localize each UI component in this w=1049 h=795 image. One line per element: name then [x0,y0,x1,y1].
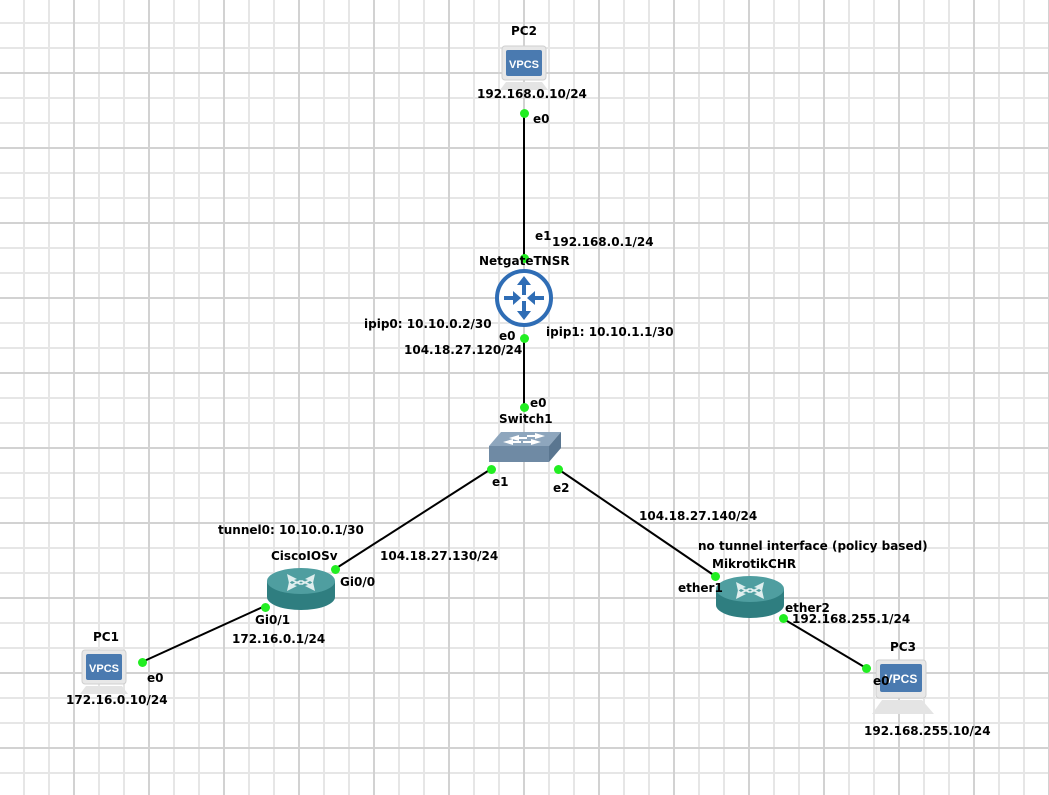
node-switch1[interactable] [487,430,563,466]
port-dot-switch-e2[interactable] [553,464,563,474]
node-pc2[interactable]: VPCS [500,44,548,92]
node-netgate[interactable] [494,268,554,328]
tunnel-label-netgate-ipip1: ipip1: 10.10.1.1/30 [546,325,674,339]
switch-icon [489,432,561,462]
node-label-mikrotik: MikrotikCHR [712,557,797,571]
port-dot-cisco-gi00[interactable] [330,564,340,574]
port-dot-pc1-e0[interactable] [137,657,147,667]
ip-label-pc1: 172.16.0.10/24 [66,693,168,707]
port-dot-netgate-e0[interactable] [519,333,529,343]
port-label-mikrotik-ether2: ether2 [785,601,830,615]
node-label-pc3: PC3 [890,640,916,654]
link-switch-cisco[interactable] [334,468,492,570]
node-label-cisco: CiscoIOSv [271,549,338,563]
port-dot-pc2-e0[interactable] [519,108,529,118]
vpcs-icon: VPCS [80,649,128,694]
port-dot-netgate-e1[interactable] [519,253,529,263]
ip-label-netgate-e0: 104.18.27.120/24 [404,343,523,357]
router-icon [267,568,335,610]
ip-label-pc2: 192.168.0.10/24 [477,87,587,101]
node-label-switch1: Switch1 [499,412,553,426]
port-dot-mikrotik-ether2[interactable] [778,613,788,623]
port-dot-cisco-gi01[interactable] [260,602,270,612]
port-dot-pc3-e0[interactable] [861,663,871,673]
ip-label-netgate-e1: 192.168.0.1/24 [552,235,654,249]
vpcs-screen-text: VPCS [885,672,918,686]
node-mikrotik[interactable] [716,575,784,621]
port-label-pc3-e0: e0 [873,674,890,688]
vpcs-screen-text: VPCS [89,663,119,675]
vpcs-icon: VPCS [500,45,548,90]
node-cisco[interactable] [267,567,335,613]
note-label-mikrotik: no tunnel interface (policy based) [698,539,928,553]
port-label-mikrotik-ether1: ether1 [678,581,723,595]
router-icon [495,269,553,327]
port-dot-switch-e0[interactable] [519,402,529,412]
port-dot-switch-e1[interactable] [486,464,496,474]
node-pc1[interactable]: VPCS [80,648,128,696]
port-label-switch-e2: e2 [553,481,570,495]
vpcs-screen-text: VPCS [509,59,539,71]
tunnel-label-cisco-tunnel0: tunnel0: 10.10.0.1/30 [218,523,364,537]
port-label-netgate-e0: e0 [499,329,516,343]
port-label-pc2-e0: e0 [533,112,550,126]
node-label-pc1: PC1 [93,630,119,644]
ip-label-mikrotik-ether1: 104.18.27.140/24 [639,509,758,523]
router-icon [716,576,784,618]
port-label-pc1-e0: e0 [147,671,164,685]
link-cisco-pc1[interactable] [141,605,266,663]
port-label-cisco-gi00: Gi0/0 [340,575,376,589]
port-label-cisco-gi01: Gi0/1 [255,613,291,627]
link-mikrotik-pc3[interactable] [781,617,867,669]
ip-label-cisco-gi00: 104.18.27.130/24 [380,549,499,563]
port-dot-mikrotik-ether1[interactable] [710,571,720,581]
port-label-netgate-e1: e1 [535,229,552,243]
node-pc3[interactable]: VPCS [872,658,936,716]
tunnel-label-netgate-ipip0: ipip0: 10.10.0.2/30 [364,317,492,331]
port-label-switch-e1: e1 [492,475,509,489]
ip-label-pc3: 192.168.255.10/24 [864,724,991,738]
node-label-pc2: PC2 [511,24,537,38]
ip-label-cisco-gi01: 172.16.0.1/24 [232,632,326,646]
port-label-switch-e0: e0 [530,396,547,410]
ip-label-mikrotik-ether2: 192.168.255.1/24 [792,612,911,626]
link-switch-mikrotik[interactable] [557,468,716,577]
vpcs-icon: VPCS [872,659,934,714]
node-label-netgate: NetgateTNSR [479,254,570,268]
